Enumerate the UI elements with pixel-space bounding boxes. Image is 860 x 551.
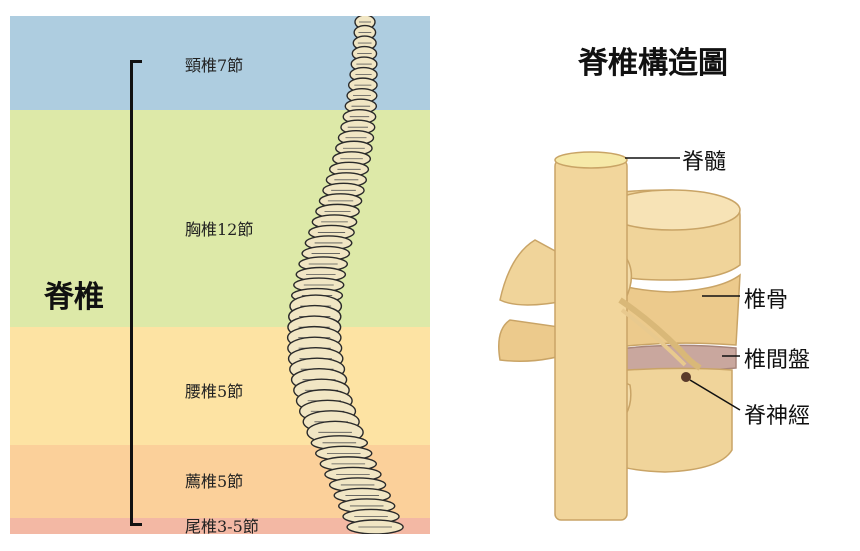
spinal-nerve-left xyxy=(618,297,702,371)
spine-bracket xyxy=(130,60,142,526)
vertebrae-column xyxy=(286,16,404,534)
disc-callout: 椎間盤 xyxy=(744,348,811,373)
spine-illustration xyxy=(286,16,404,534)
coccyx-band xyxy=(10,518,430,534)
cervical-label: 頸椎7節 xyxy=(185,56,244,75)
thoracic-label: 胸椎12節 xyxy=(185,220,254,239)
diagram-title: 脊椎構造圖 xyxy=(578,46,728,81)
lumbar-band xyxy=(10,327,430,445)
nerve-callout: 脊神經 xyxy=(744,404,811,429)
spine-main-label: 脊椎 xyxy=(44,280,104,315)
nerve-foramen xyxy=(681,372,691,382)
nerve-leader xyxy=(689,379,741,411)
coccyx-label: 尾椎3-5節 xyxy=(185,517,259,536)
spinal-cord-cross-section xyxy=(554,151,628,169)
sacral-label: 薦椎5節 xyxy=(185,472,244,491)
spinal-cord-callout: 脊髓 xyxy=(682,150,727,175)
vertebra-callout: 椎骨 xyxy=(744,288,789,313)
spine-regions-panel: 頸椎7節 胸椎12節 腰椎5節 薦椎5節 尾椎3-5節 xyxy=(10,16,430,536)
spinal-cord xyxy=(554,159,628,521)
vertebra-structure-illustration xyxy=(498,151,741,521)
lumbar-label: 腰椎5節 xyxy=(185,382,244,401)
spinal-nerve-right xyxy=(620,308,687,367)
